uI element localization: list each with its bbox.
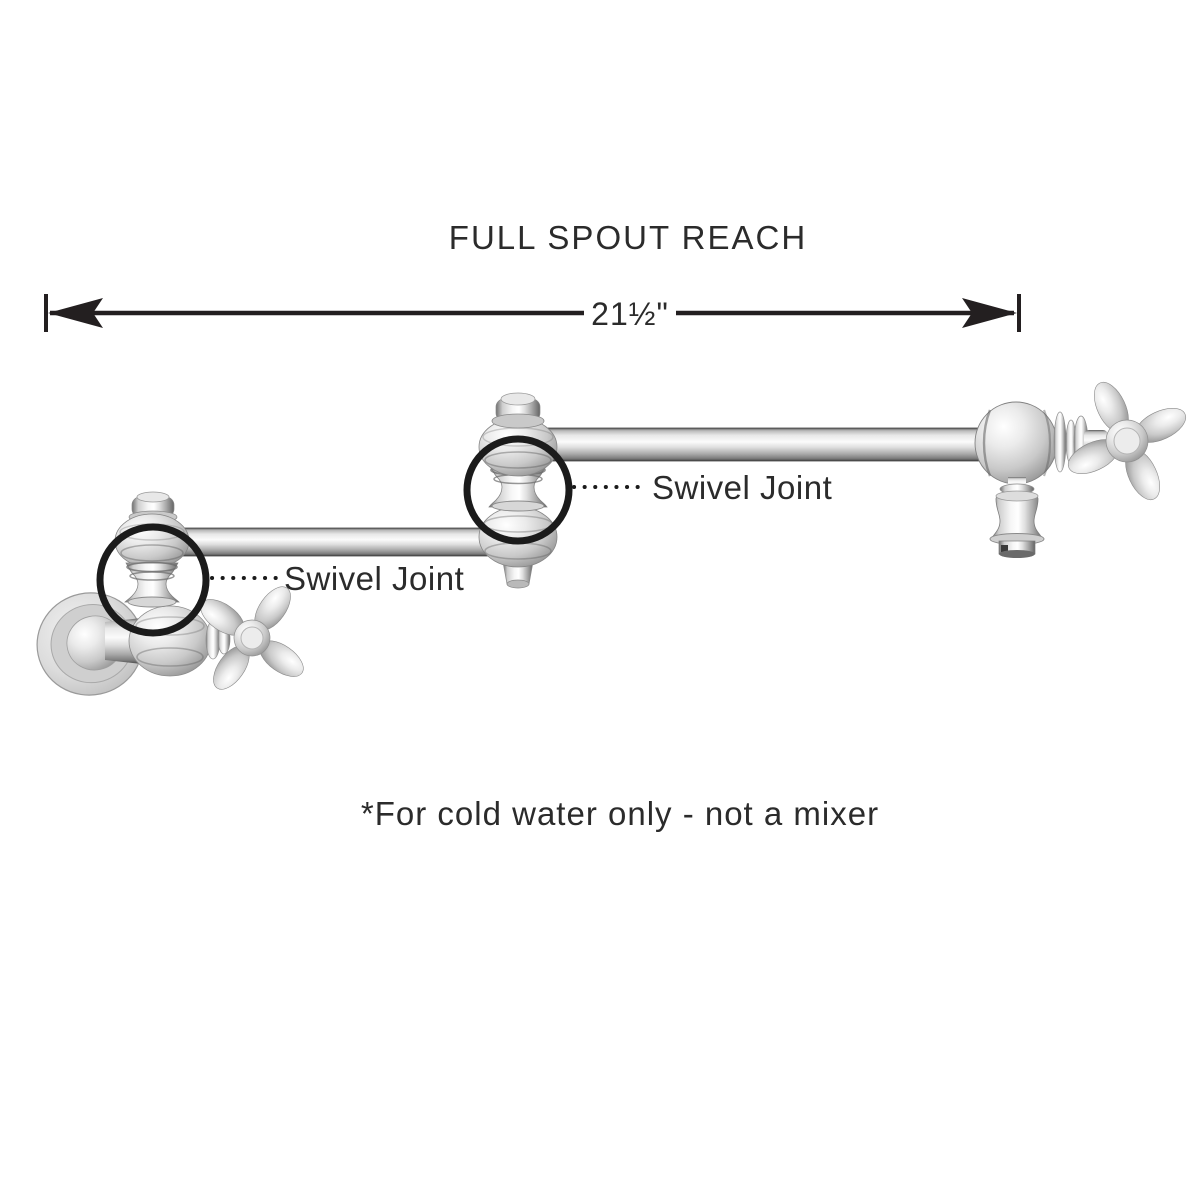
swivel-neck <box>124 562 180 603</box>
dimension <box>44 294 1021 332</box>
arrow-left-icon <box>48 298 103 328</box>
joint-cap-top <box>500 392 536 406</box>
joint-cap-rim <box>491 413 545 429</box>
handle-hub-face <box>240 626 264 650</box>
swivel-circle-upper <box>463 435 573 545</box>
right-ball-joint <box>974 401 1108 485</box>
right-collar-ring1 <box>1053 411 1067 473</box>
swivel-neck <box>488 465 548 508</box>
swivel-joint-label-lower: Swivel Joint <box>284 560 464 597</box>
faucet-illustration <box>36 381 1187 696</box>
joint-ball-band <box>484 451 552 469</box>
page-title: FULL SPOUT REACH <box>449 219 807 256</box>
swivel-neck-base <box>491 500 545 512</box>
right-ball-band <box>982 409 992 477</box>
valve-body-band-lower <box>136 647 204 667</box>
spout-bell <box>990 494 1044 540</box>
cold-water-note: *For cold water only - not a mixer <box>361 795 879 832</box>
left-cross-handle <box>200 586 304 690</box>
joint-bottom-cap-tip <box>506 579 530 589</box>
spout-tip-opening <box>999 550 1035 558</box>
handle-hub-face <box>1113 427 1141 455</box>
swivel-neck-ridge <box>129 571 175 581</box>
dimension-value: 21½" <box>591 296 669 332</box>
joint-cap-top <box>136 491 170 503</box>
spout-bell-shoulder <box>995 490 1039 502</box>
joint-ball-band <box>120 544 184 562</box>
annotations-layer: Swivel Joint Swivel Joint <box>96 435 832 637</box>
swivel-circle-lower <box>96 523 210 637</box>
right-cross-handle <box>1067 381 1187 501</box>
swivel-neck-base <box>127 596 177 608</box>
spout-aerator-detail <box>1001 545 1008 552</box>
right-ball-band <box>1042 409 1052 477</box>
upper-arm-tube <box>544 427 991 462</box>
left-swivel-assembly <box>114 491 190 608</box>
swivel-joint-label-upper: Swivel Joint <box>652 469 832 506</box>
valve-body-band-upper <box>135 616 205 636</box>
arrow-right-icon <box>962 298 1017 328</box>
joint-upper-ball <box>114 513 190 569</box>
middle-swivel-assembly <box>478 392 558 589</box>
spout-outlet <box>989 477 1045 558</box>
lower-arm-tube <box>177 527 504 557</box>
